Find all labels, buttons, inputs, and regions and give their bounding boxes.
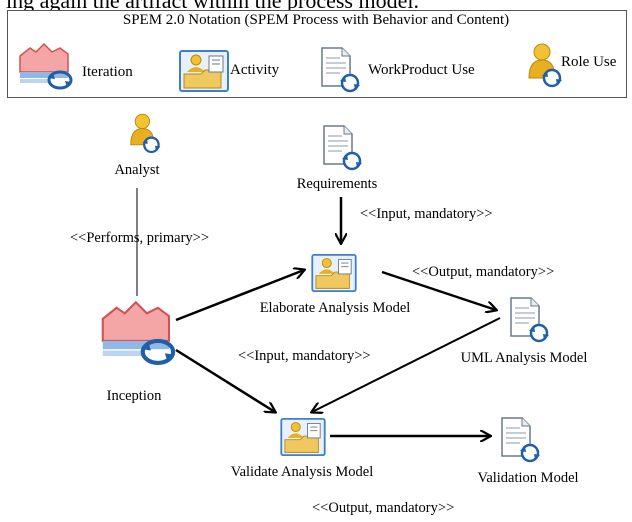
edge-elaborate-uml [381, 270, 496, 310]
legend-label-role: Role Use [561, 54, 617, 70]
validation-model-workproduct-icon [501, 417, 540, 463]
partial-top-text: ing again the artifact within the proces… [6, 0, 419, 13]
requirements-workproduct-icon [323, 125, 362, 171]
legend-label-iteration: Iteration [82, 64, 133, 80]
node-label-elaborate: Elaborate Analysis Model [259, 300, 411, 316]
edge-label-validate-output: <<Output, mandatory>> [312, 500, 455, 516]
legend-label-activity: Activity [230, 62, 280, 78]
node-label-requirements: Requirements [296, 176, 378, 192]
edge-uml-validate [312, 317, 501, 412]
edge-label-requirements-input: <<Input, mandatory>> [360, 206, 493, 222]
legend-label-workproduct: WorkProduct Use [368, 62, 475, 78]
node-label-inception: Inception [106, 388, 162, 404]
edge-label-performs: <<Performs, primary>> [70, 230, 210, 246]
node-label-validation-model: Validation Model [477, 470, 579, 486]
legend-title: SPEM 2.0 Notation (SPEM Process with Beh… [122, 12, 510, 28]
activity-icon [179, 50, 229, 92]
edge-label-middle-input: <<Input, mandatory>> [238, 348, 371, 364]
edge-inception-elaborate [175, 270, 304, 322]
elaborate-activity-icon [311, 254, 357, 292]
node-label-validate: Validate Analysis Model [230, 464, 374, 480]
role-icon [528, 43, 562, 88]
node-label-analyst: Analyst [114, 162, 160, 178]
edge-inception-validate [175, 348, 275, 412]
inception-iteration-icon [101, 300, 176, 366]
validate-activity-icon [280, 418, 326, 456]
workproduct-icon [321, 47, 360, 93]
legend-box [7, 10, 627, 98]
uml-workproduct-icon [510, 297, 549, 343]
analyst-role-icon [130, 113, 161, 154]
edge-label-elaborate-output: <<Output, mandatory>> [412, 264, 555, 280]
iteration-icon [19, 42, 73, 90]
node-label-uml: UML Analysis Model [460, 350, 588, 366]
